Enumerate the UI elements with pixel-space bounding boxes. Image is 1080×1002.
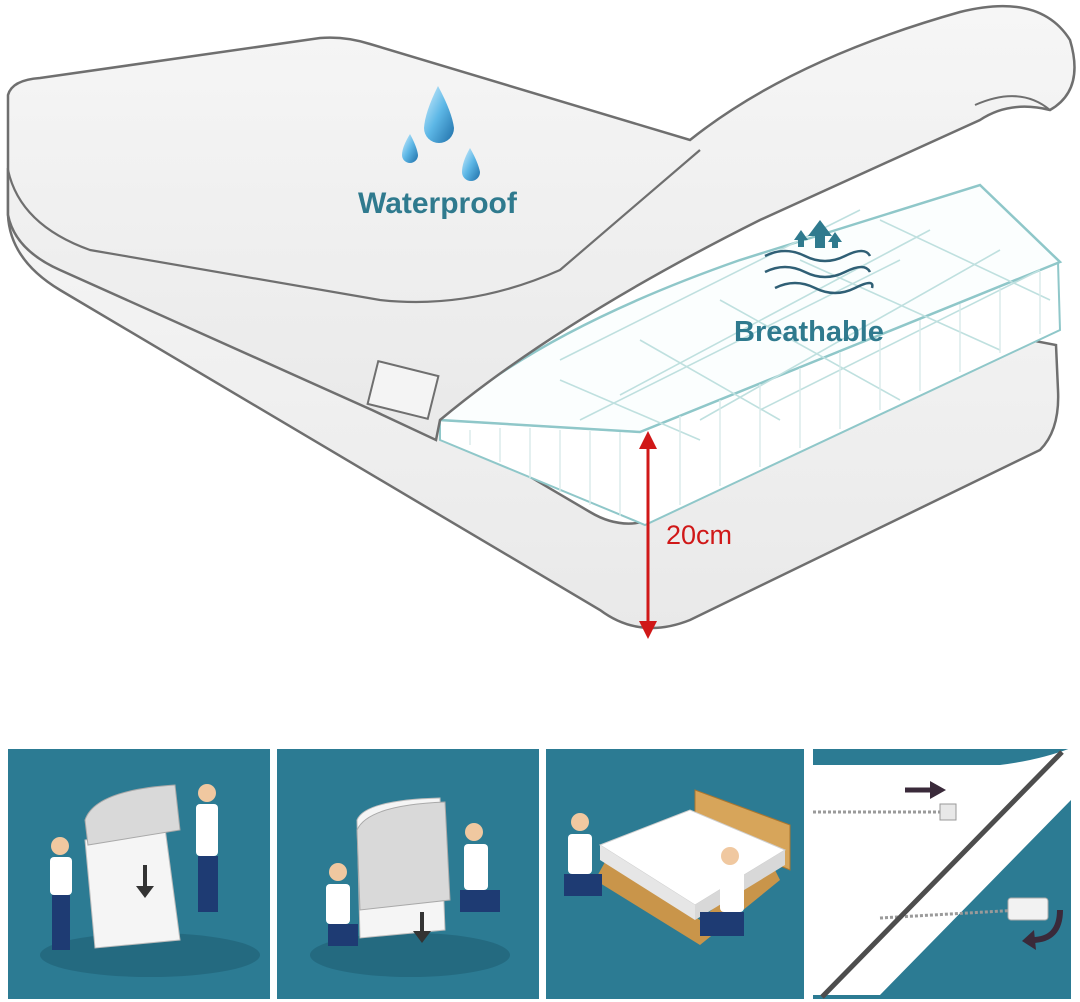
waterproof-label: Waterproof <box>358 187 518 220</box>
curved-arrow-icon <box>1022 909 1063 950</box>
worker-figure <box>460 823 500 912</box>
worker-figure <box>564 813 602 896</box>
worker-figure <box>196 784 218 912</box>
height-label: 20cm <box>666 520 732 550</box>
worker-figure <box>50 837 72 950</box>
breathable-label: Breathable <box>734 316 884 348</box>
step-1-panel <box>8 749 270 999</box>
step-4-panel <box>813 748 1071 999</box>
worker-figure <box>700 847 744 936</box>
water-drops-icon <box>402 86 480 181</box>
cover-top-flap <box>6 4 1076 442</box>
arrow-down-icon <box>413 912 431 943</box>
step-2-panel <box>277 749 539 999</box>
arrow-down-icon <box>136 865 154 898</box>
arrow-up-icon <box>794 220 842 248</box>
step-3-panel <box>546 749 804 999</box>
zipper-arrow-icon <box>905 781 946 799</box>
airflow-waves-icon <box>764 249 874 295</box>
worker-figure <box>326 863 358 946</box>
zipper-tab <box>366 359 440 421</box>
mattress-cover-illustration <box>6 4 1076 630</box>
cover-base <box>6 167 1060 630</box>
panel-divider <box>820 750 1064 999</box>
